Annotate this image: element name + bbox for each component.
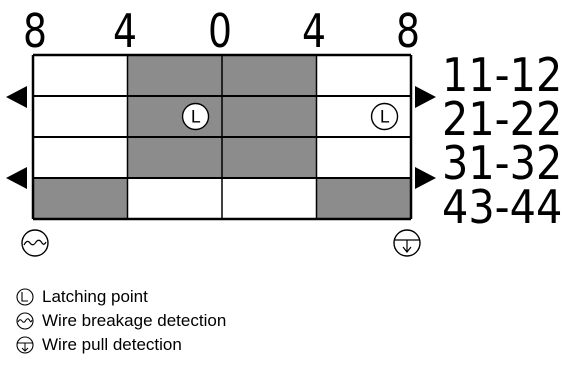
contact-label-43-44: 43-44 (442, 180, 563, 234)
grid-cell-43-44-2 (222, 178, 317, 219)
grid-cell-31-32-1 (127, 137, 222, 178)
scale-label-left-8: 8 (22, 4, 48, 58)
scale-label-right-8: 8 (395, 4, 421, 58)
legend-wire-breakage: Wire breakage detection (16, 310, 226, 332)
grid-cell-11-12-1 (127, 55, 222, 96)
latching-point-icon: L (181, 102, 210, 131)
legend-wire-pull-label: Wire pull detection (42, 335, 182, 354)
scale-label-left-4: 4 (112, 4, 138, 58)
grid-cell-31-32-2 (222, 137, 317, 178)
arrow-left-top-icon (6, 86, 27, 108)
wire-breakage-legend-icon (16, 312, 34, 330)
legend-latching-point-label: Latching point (42, 287, 148, 306)
wire-breakage-icon (21, 229, 49, 257)
contact-label-21-22: 21-22 (442, 92, 563, 146)
grid-cell-31-32-0 (33, 137, 128, 178)
legend-wire-pull: Wire pull detection (16, 334, 182, 356)
scale-label-center-0: 0 (207, 4, 233, 58)
latching-point-symbol: L (191, 108, 201, 128)
grid-lines (31, 53, 413, 221)
grid-cell-11-12-2 (222, 55, 317, 96)
contact-label-31-32: 31-32 (442, 136, 563, 190)
legend-wire-breakage-label: Wire breakage detection (42, 311, 227, 330)
arrow-right-top-icon (415, 86, 436, 108)
wire-pull-icon (393, 229, 421, 257)
grid-cell-21-22-0 (33, 96, 128, 137)
grid-cell-43-44-1 (127, 178, 222, 219)
latching-point-icon: L (370, 102, 399, 131)
wire-pull-legend-icon (16, 336, 34, 354)
grid-cell-11-12-3 (316, 55, 411, 96)
grid-cell-31-32-3 (316, 137, 411, 178)
grid-cell-11-12-0 (33, 55, 128, 96)
grid-cell-43-44-3 (316, 178, 411, 219)
grid-cell-43-44-0 (33, 178, 128, 219)
arrow-left-bottom-icon (6, 167, 27, 189)
latching-point-symbol: L (380, 108, 390, 128)
arrow-right-bottom-icon (415, 167, 436, 189)
contact-label-11-12: 11-12 (442, 48, 563, 102)
grid-cell-21-22-2 (222, 96, 317, 137)
scale-label-right-4: 4 (301, 4, 327, 58)
legend-latching-point: Latching point (16, 286, 148, 308)
latching-point-legend-icon (16, 288, 34, 306)
